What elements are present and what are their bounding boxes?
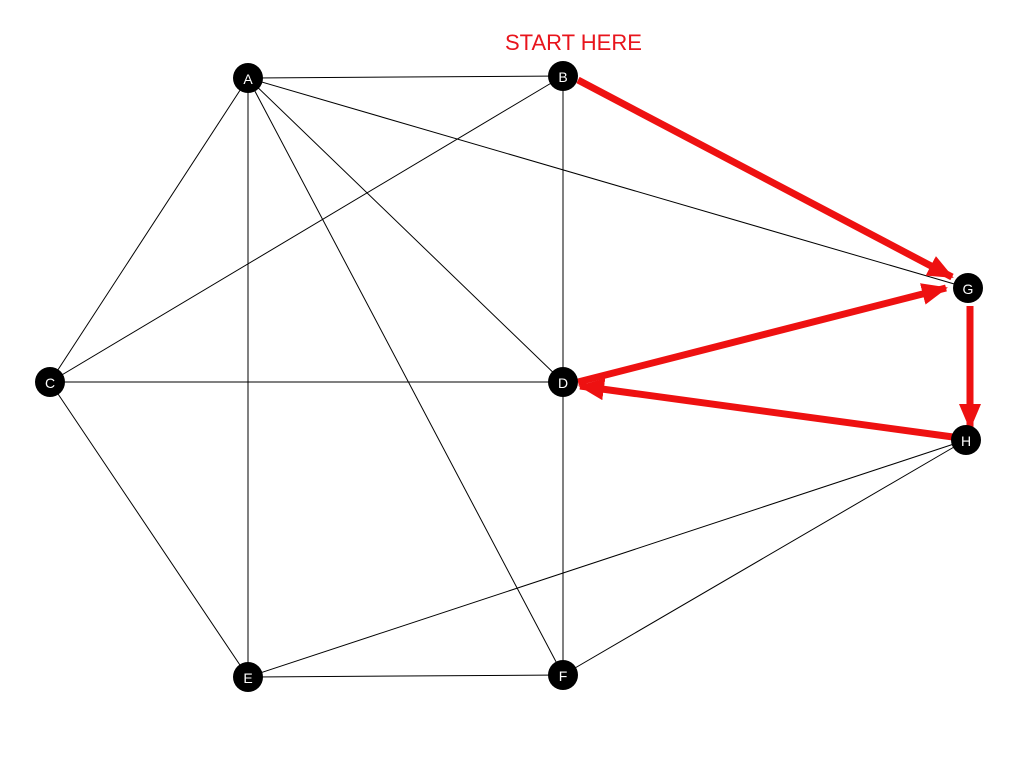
node-h: H (951, 425, 981, 455)
path-arrow-d-g (577, 283, 948, 386)
path-arrow-h-d (578, 378, 954, 441)
node-circle (953, 273, 983, 303)
edge-a-f (247, 77, 564, 676)
edge-b-c (49, 75, 564, 383)
edges-layer (49, 75, 969, 678)
edge-a-b (247, 75, 564, 79)
edge-f-h (562, 439, 967, 676)
node-label: D (558, 375, 568, 391)
node-circle (548, 61, 578, 91)
node-circle (233, 63, 263, 93)
node-label: H (961, 433, 971, 449)
node-label: G (963, 281, 974, 297)
node-label: E (243, 670, 252, 686)
node-c: C (35, 367, 65, 397)
edge-a-c (49, 77, 249, 383)
start-here-label: START HERE (505, 30, 642, 55)
path-arrow-b-g (576, 76, 954, 281)
edge-e-f (247, 674, 564, 678)
nodes-layer: A B C D E F G H (35, 61, 983, 692)
highlighted-path-layer (576, 76, 981, 441)
node-label: F (559, 668, 568, 684)
node-e: E (233, 662, 263, 692)
node-d: D (548, 367, 578, 397)
edge-e-h (247, 439, 967, 678)
node-label: A (243, 71, 253, 87)
edge-a-g (247, 77, 969, 289)
node-circle (35, 367, 65, 397)
edge-c-e (49, 381, 249, 678)
node-f: F (548, 660, 578, 690)
node-a: A (233, 63, 263, 93)
edge-a-d (247, 77, 564, 383)
node-label: B (558, 69, 567, 85)
node-circle (233, 662, 263, 692)
node-circle (951, 425, 981, 455)
node-circle (548, 367, 578, 397)
node-circle (548, 660, 578, 690)
node-g: G (953, 273, 983, 303)
node-label: C (45, 375, 55, 391)
node-b: B (548, 61, 578, 91)
